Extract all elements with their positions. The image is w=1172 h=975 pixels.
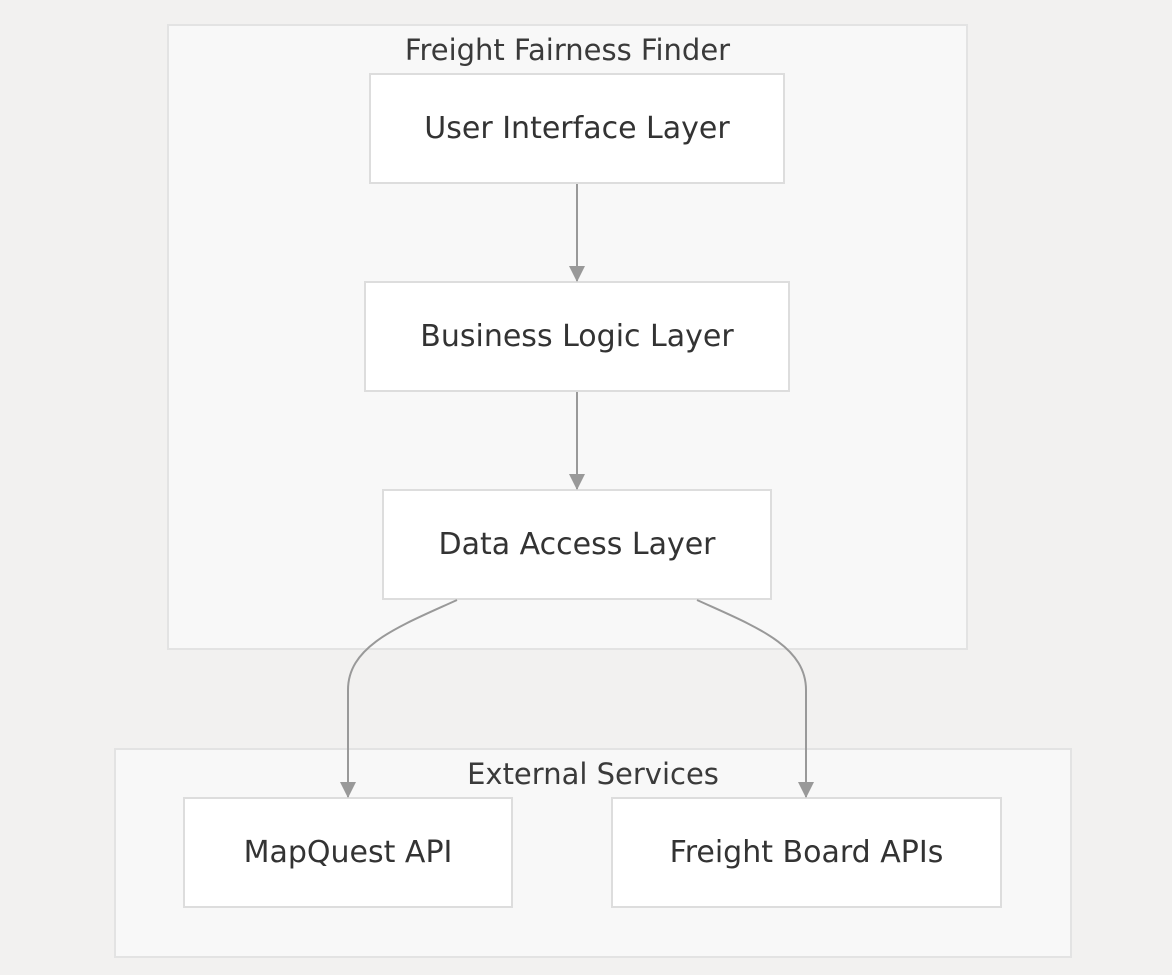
cluster-title-freight-fairness-finder: Freight Fairness Finder xyxy=(404,33,731,67)
node-data-access-layer[interactable]: Data Access Layer xyxy=(382,489,772,600)
node-user-interface-layer[interactable]: User Interface Layer xyxy=(369,73,785,184)
node-label: MapQuest API xyxy=(243,835,453,870)
node-label: Data Access Layer xyxy=(438,527,716,562)
node-label: Business Logic Layer xyxy=(420,319,734,354)
node-business-logic-layer[interactable]: Business Logic Layer xyxy=(364,281,790,392)
node-label: User Interface Layer xyxy=(424,111,730,146)
node-label: Freight Board APIs xyxy=(669,835,944,870)
node-freight-board-apis[interactable]: Freight Board APIs xyxy=(611,797,1002,908)
cluster-title-external-services: External Services xyxy=(467,757,719,791)
node-mapquest-api[interactable]: MapQuest API xyxy=(183,797,513,908)
